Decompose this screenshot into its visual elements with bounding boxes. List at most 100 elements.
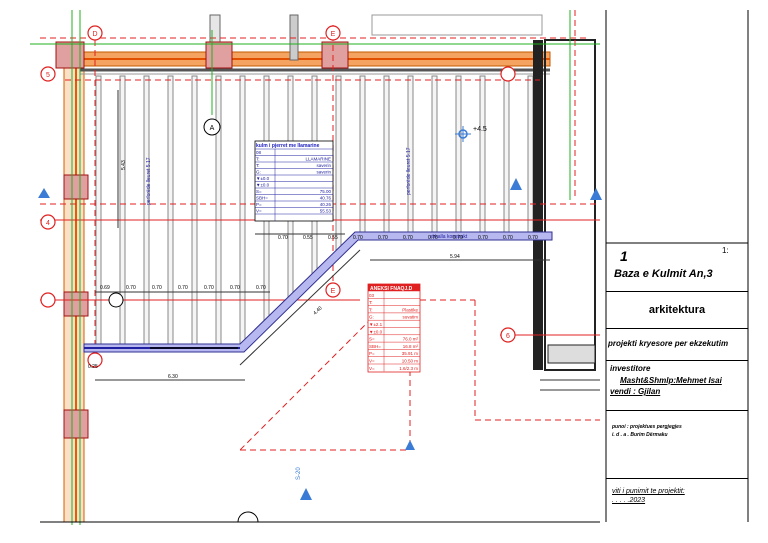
dimension-label: 0.70 [230,285,240,291]
table-value: suvatim [402,315,418,320]
table-key: V= [256,209,262,214]
dimension-label: 0.70 [403,235,413,241]
roof-rib [335,75,342,252]
roof-rib [359,75,366,233]
dimension-label: 0.70 [204,285,214,291]
table-key: T: [369,300,373,305]
table-key: ▼±2.1 [369,322,383,327]
plan-drawing [30,10,602,525]
dimension-label: 0.70 [256,285,266,291]
section-label: S-20 [296,467,302,480]
dimension-label: 0.70 [152,285,162,291]
discipline-label: arkitektura [648,304,706,316]
landing-label: shkalla konstrukt [430,234,468,240]
roof-rib [215,75,222,345]
level-mark-label: +4.5 [473,126,487,133]
dimension-label: 0.70 [126,285,136,291]
table-key: ▼±0.0 [369,329,383,334]
level-mark-icon [455,126,471,142]
prepared-by: i. d . a . Burim Dërmaku [612,432,668,438]
dimension-label: 0.70 [528,235,538,241]
table-key: V= [369,366,375,371]
table-value: saverin [316,163,331,168]
location-label: vendi : Gjilan [610,387,661,396]
dimension-label: 0.70 [178,285,188,291]
tb-divider [606,328,748,329]
dimension-label: 0.70 [428,235,438,241]
roof-rib [383,75,390,233]
year-label: viti i punimit te projektit: [612,488,685,495]
sheet-title: Baza e Kulmit An,3 [614,268,713,280]
table-value: saverin [316,170,331,175]
dim-vert: 5.43 [121,160,127,170]
roof-rib [527,75,534,233]
axis-label-a: A [210,125,215,132]
axis-label-6: 6 [506,333,510,340]
axis-label-5: 5 [46,72,50,79]
year-value: . . . . .2023 [612,497,646,504]
tb-divider [606,291,748,292]
table-value: 40.26 [320,202,332,207]
roof-rib [455,75,462,233]
table-key: 08 [256,150,262,155]
table-key: T: [256,157,260,162]
table-value: 35.91 m [402,351,419,356]
rib-label-left: perforëde lleuret 5.17 [146,157,152,205]
dimension-label: 0.70 [378,235,388,241]
sheet-scale: 1: [722,246,729,255]
table-key: V= [369,359,375,364]
axis-label-e2: E [331,288,336,295]
dimension-label: 0.70 [353,235,363,241]
roof-rib [239,75,246,345]
roof-rib [431,75,438,233]
table-value: 40.76 [320,196,332,201]
table-key: G: [369,315,374,320]
table-key: P= [369,351,375,356]
tb-divider [606,410,748,411]
tb-divider [606,360,748,361]
table-value: LLAMARINE [305,157,331,162]
table-key: SBH= [256,196,268,201]
tb-divider [606,478,748,479]
dimension-label: 0.70 [278,235,288,241]
investor-label: investitore [610,364,651,373]
roof-rib [191,75,198,345]
dimension-label: 0.70 [503,235,513,241]
table-value: 1.6/2.3 m [399,366,418,371]
rib-label-right: perforëde lleuret 5.17 [406,147,412,195]
dim-diag: 4.40 [312,305,323,316]
investor-name: Masht&Shmlp:Mehmet Isai [620,376,722,385]
roof-rib [95,75,102,345]
table-key: P= [256,202,262,207]
table-key: S= [369,337,375,342]
prepared-label: punoi : projektues pergjegjes [612,424,682,430]
table-key: T: [256,163,260,168]
table-key: SBH= [369,344,381,349]
dim-small: 0.25 [88,364,98,370]
dim-right: 5.94 [450,254,460,260]
table-key: T: [369,307,373,312]
table-key: S= [256,189,262,194]
table-value: 75.00 [320,189,332,194]
axis-label-d: D [92,31,97,38]
table-key: 03 [369,293,375,298]
dimension-label: 0.69 [100,285,110,291]
table-key: G: [256,170,261,175]
sheet-number: 1 [620,248,628,264]
roof-rib [503,75,510,233]
dim-bottom: 6.30 [168,374,178,380]
title-block [40,10,749,523]
table-value: 55.53 [320,209,332,214]
project-type: projekti kryesore per ekzekutim [608,339,729,348]
roof-rib [167,75,174,345]
table2-title: ANEKSI FNAQJ.D [370,286,413,292]
dimension-label: 0.70 [453,235,463,241]
roof-rib [143,75,150,345]
table-value: 10.50 m [402,359,419,364]
table-value: 76.0 m² [403,337,419,342]
table-value: 16.8 m² [403,344,419,349]
roof-rib [479,75,486,233]
table-value: Plastike [402,307,418,312]
table1-title: kulm i pjerret me llamarine [256,143,320,149]
